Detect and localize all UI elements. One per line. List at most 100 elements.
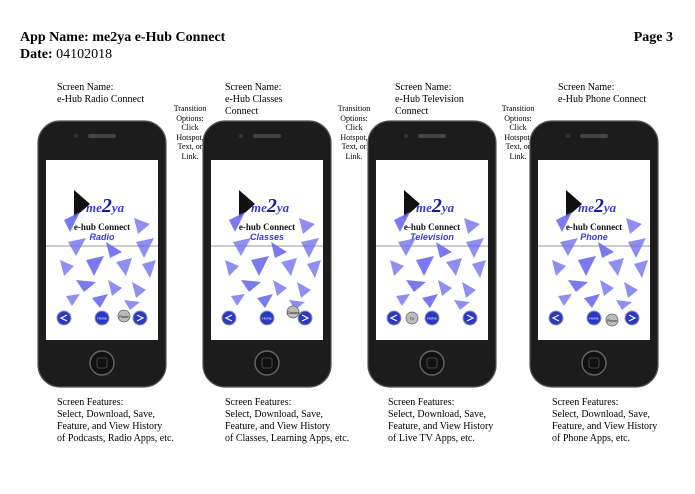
back-button[interactable] (221, 310, 237, 326)
decorative-triangle (422, 294, 438, 308)
screen-name-label: Screen Name: e-Hub Phone Connect (558, 82, 647, 105)
decorative-triangle (307, 260, 321, 278)
app-name-line: App Name: me2ya e-Hub Connect (20, 30, 225, 46)
back-button[interactable] (548, 310, 564, 326)
svg-text:Phone: Phone (607, 319, 617, 323)
decorative-triangle (600, 280, 614, 296)
screen-subtitle: Television (410, 232, 454, 242)
decorative-triangle (106, 242, 122, 258)
decorative-triangle (398, 238, 416, 256)
svg-text:Radio: Radio (119, 315, 128, 319)
decorative-triangle (608, 258, 624, 276)
decorative-triangle (257, 294, 273, 308)
decorative-triangle (598, 242, 614, 258)
decorative-triangle (225, 260, 239, 276)
screen-name-label: Screen Name: e-Hub Radio Connect (57, 82, 145, 105)
decorative-triangle (134, 218, 150, 234)
screen-name-label: Screen Name: e-Hub Classes Connect (225, 82, 283, 117)
date-label: Date: (20, 47, 53, 62)
decorative-triangle (556, 212, 572, 232)
decorative-triangle (299, 218, 315, 234)
hardware-home-button[interactable] (419, 350, 445, 376)
page-number: Page 3 (633, 30, 673, 45)
logo-text: me2ya (416, 195, 455, 217)
decorative-triangle (406, 280, 426, 292)
decorative-triangle (289, 300, 305, 310)
phone-screen (211, 160, 323, 340)
decorative-triangle (616, 300, 632, 310)
home-button[interactable]: Home (424, 310, 440, 326)
app-name-label: App Name: (20, 30, 89, 45)
date-value: 04102018 (56, 47, 113, 62)
decorative-triangle (136, 238, 154, 258)
screen-subtitle: Radio (89, 232, 115, 242)
decorative-triangle (466, 238, 484, 258)
home-button[interactable]: Home (259, 310, 275, 326)
svg-text:Home: Home (427, 317, 437, 321)
forward-button[interactable] (624, 310, 640, 326)
svg-text:TV: TV (410, 317, 415, 321)
decorative-triangle (552, 260, 566, 276)
decorative-triangle (301, 238, 319, 258)
forward-button[interactable] (132, 310, 148, 326)
decorative-triangle (92, 294, 108, 308)
decorative-triangle (396, 294, 410, 306)
home-button[interactable]: Home (586, 310, 602, 326)
category-chip[interactable]: Phone (605, 313, 619, 327)
back-button[interactable] (386, 310, 402, 326)
svg-text:Home: Home (589, 317, 599, 321)
home-button[interactable]: Home (94, 310, 110, 326)
hardware-home-button[interactable] (581, 350, 607, 376)
screen-subtitle: Phone (580, 232, 608, 242)
decorative-triangle (390, 260, 404, 276)
logo-tagline: e-hub Connect (404, 222, 460, 232)
decorative-triangle (64, 212, 80, 232)
decorative-triangle (438, 280, 452, 296)
phone-screen (538, 160, 650, 340)
decorative-triangle (558, 294, 572, 306)
decorative-triangle (578, 256, 596, 276)
logo-text: me2ya (86, 195, 125, 217)
hardware-home-button[interactable] (89, 350, 115, 376)
decorative-triangle (297, 282, 311, 298)
decorative-triangle (464, 218, 480, 234)
decorative-triangle (462, 282, 476, 298)
decorative-triangle (271, 242, 287, 258)
decorative-triangle (446, 258, 462, 276)
decorative-triangle (568, 280, 588, 292)
screen-features: Screen Features: Select, Download, Save,… (225, 397, 350, 444)
date-line: Date: 04102018 (20, 47, 112, 63)
logo-text: me2ya (578, 195, 617, 217)
decorative-triangle (142, 260, 156, 278)
decorative-triangle (60, 260, 74, 276)
category-chip[interactable]: Radio (117, 309, 131, 323)
forward-button[interactable] (297, 310, 313, 326)
screen-column-classes: Screen Name: e-Hub Classes Connect me2ya… (190, 0, 350, 494)
category-chip[interactable]: TV (405, 311, 419, 325)
decorative-triangle (66, 294, 80, 306)
decorative-triangle (394, 212, 410, 232)
forward-button[interactable] (462, 310, 478, 326)
screen-features: Screen Features: Select, Download, Save,… (552, 397, 658, 444)
category-chip[interactable]: Classes (286, 305, 300, 319)
back-button[interactable] (56, 310, 72, 326)
screen-column-television: Screen Name: e-Hub Television Connect me… (355, 0, 515, 494)
decorative-triangle (116, 258, 132, 276)
decorative-triangle (68, 238, 86, 256)
decorative-triangle (229, 212, 245, 232)
decorative-triangle (76, 280, 96, 292)
decorative-triangle (584, 294, 600, 308)
decorative-triangle (560, 238, 578, 256)
hardware-home-button[interactable] (254, 350, 280, 376)
decorative-triangle (241, 280, 261, 292)
